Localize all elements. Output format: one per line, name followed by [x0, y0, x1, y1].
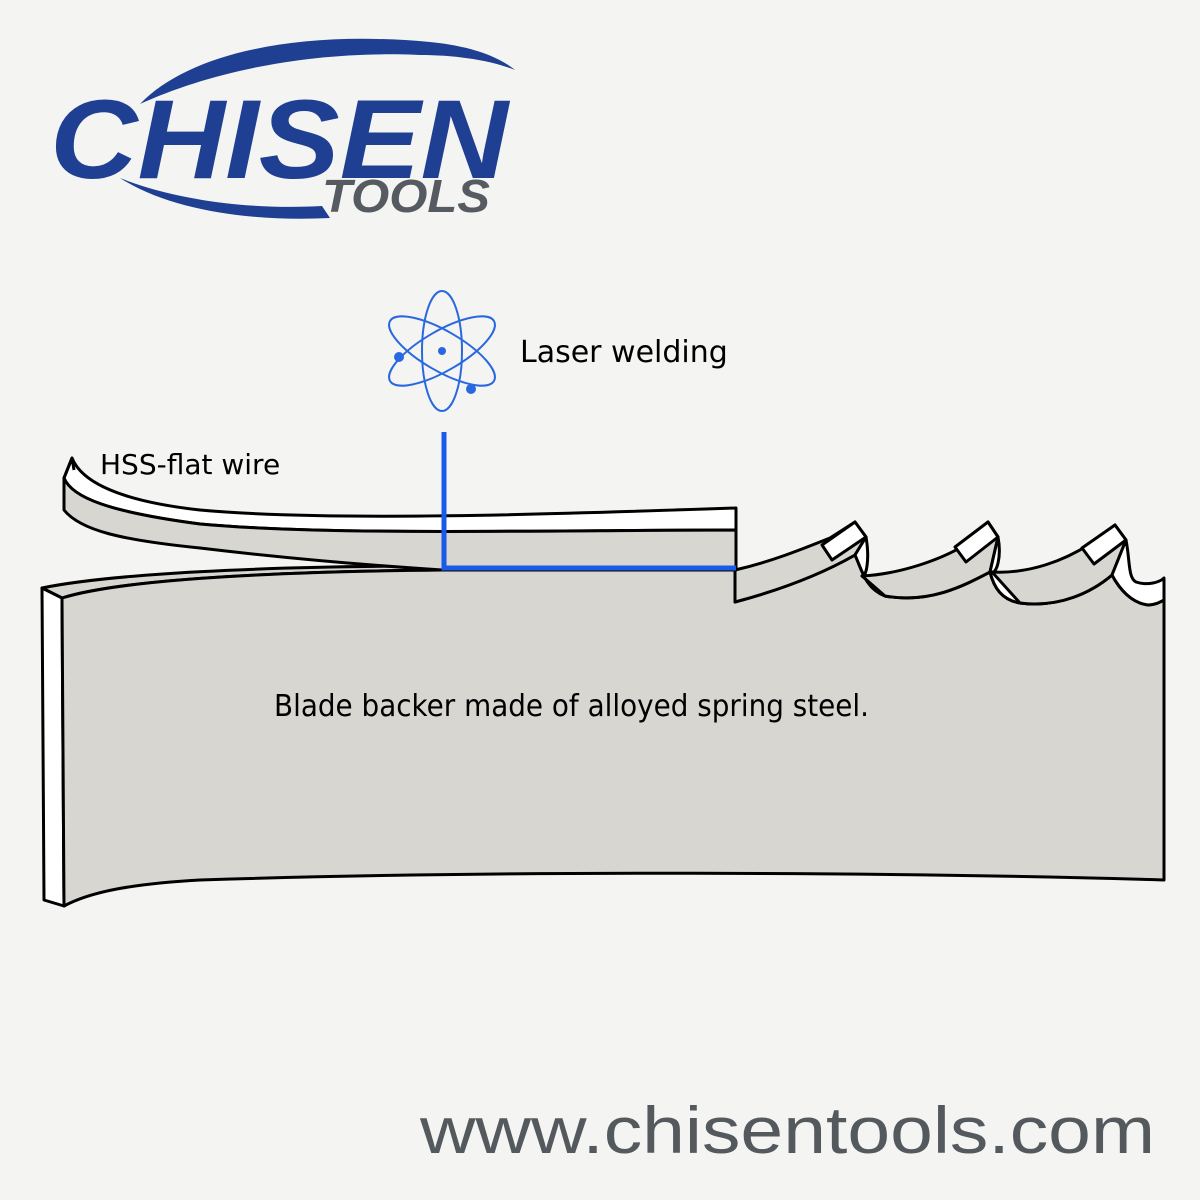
blade-backer [40, 553, 1166, 908]
logo-tagline: TOOLS [322, 170, 490, 222]
laser-welding-label: Laser welding [520, 335, 728, 370]
hss-wire-curl [62, 456, 76, 479]
tooth-3-gullet [1110, 538, 1166, 607]
hss-wire-label: HSS-flat wire [100, 448, 280, 481]
laser-weld-line [441, 432, 736, 571]
logo-swoosh [140, 38, 515, 104]
backer-front-face [60, 553, 1166, 908]
logo-swoosh-bottom [120, 178, 330, 219]
hss-flat-wire [62, 456, 738, 572]
atom-icon [388, 290, 496, 412]
hss-wire-front-face [62, 476, 738, 572]
website-url: www.chisentools.com [419, 1093, 1155, 1167]
chisen-logo: CHISEN TOOLS [50, 38, 515, 222]
backer-left-face [40, 586, 66, 908]
logo-brand: CHISEN [50, 77, 510, 202]
backer-label: Blade backer made of alloyed spring stee… [274, 689, 869, 724]
saw-teeth [733, 520, 1166, 607]
